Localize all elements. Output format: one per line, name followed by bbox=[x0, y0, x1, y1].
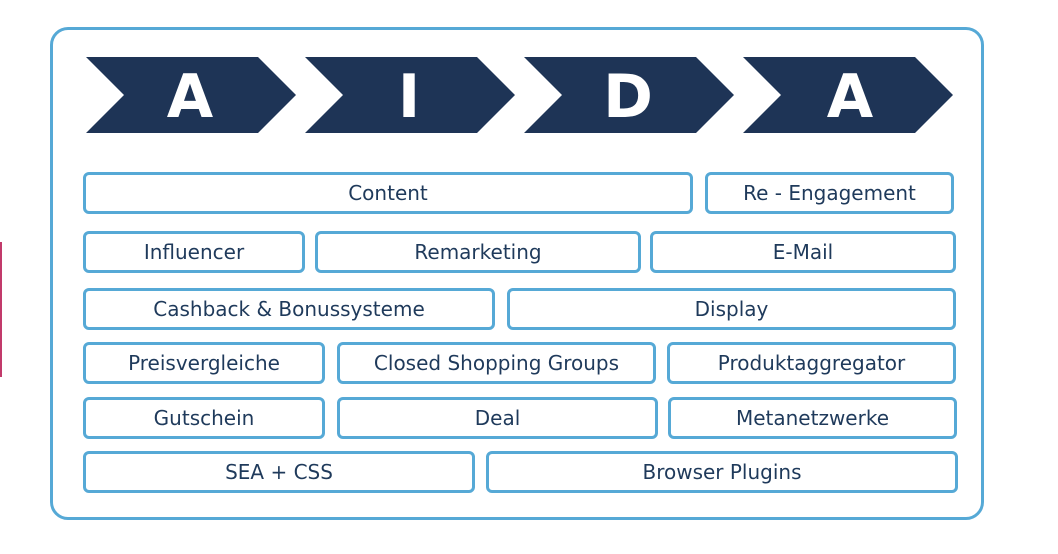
channel-remarketing: Remarketing bbox=[315, 231, 641, 273]
chevron-desire-letter: D bbox=[603, 62, 653, 132]
chevron-interest bbox=[305, 57, 515, 133]
chevron-attention bbox=[86, 57, 296, 133]
chevron-interest-letter: I bbox=[398, 62, 420, 132]
channel-content: Content bbox=[83, 172, 693, 214]
aida-chevron-row: A I D A bbox=[86, 57, 953, 133]
channel-browser-plugins: Browser Plugins bbox=[486, 451, 958, 493]
channel-gutschein: Gutschein bbox=[83, 397, 325, 439]
chevron-action bbox=[743, 57, 953, 133]
channel-closed-shopping-groups: Closed Shopping Groups bbox=[337, 342, 656, 384]
channel-display: Display bbox=[507, 288, 956, 330]
channel-sea-css: SEA + CSS bbox=[83, 451, 475, 493]
chevron-attention-letter: A bbox=[167, 62, 214, 132]
channel-re-engagement: Re - Engagement bbox=[705, 172, 954, 214]
channel-produktaggregator: Produktaggregator bbox=[667, 342, 956, 384]
chevron-desire bbox=[524, 57, 734, 133]
chevron-action-letter: A bbox=[827, 62, 874, 132]
channel-deal: Deal bbox=[337, 397, 658, 439]
channel-preisvergleiche: Preisvergleiche bbox=[83, 342, 325, 384]
channel-metanetzwerke: Metanetzwerke bbox=[668, 397, 957, 439]
channel-e-mail: E-Mail bbox=[650, 231, 956, 273]
channel-cashback-bonus: Cashback & Bonussysteme bbox=[83, 288, 495, 330]
channel-influencer: Influencer bbox=[83, 231, 305, 273]
left-accent-bar bbox=[0, 242, 2, 377]
